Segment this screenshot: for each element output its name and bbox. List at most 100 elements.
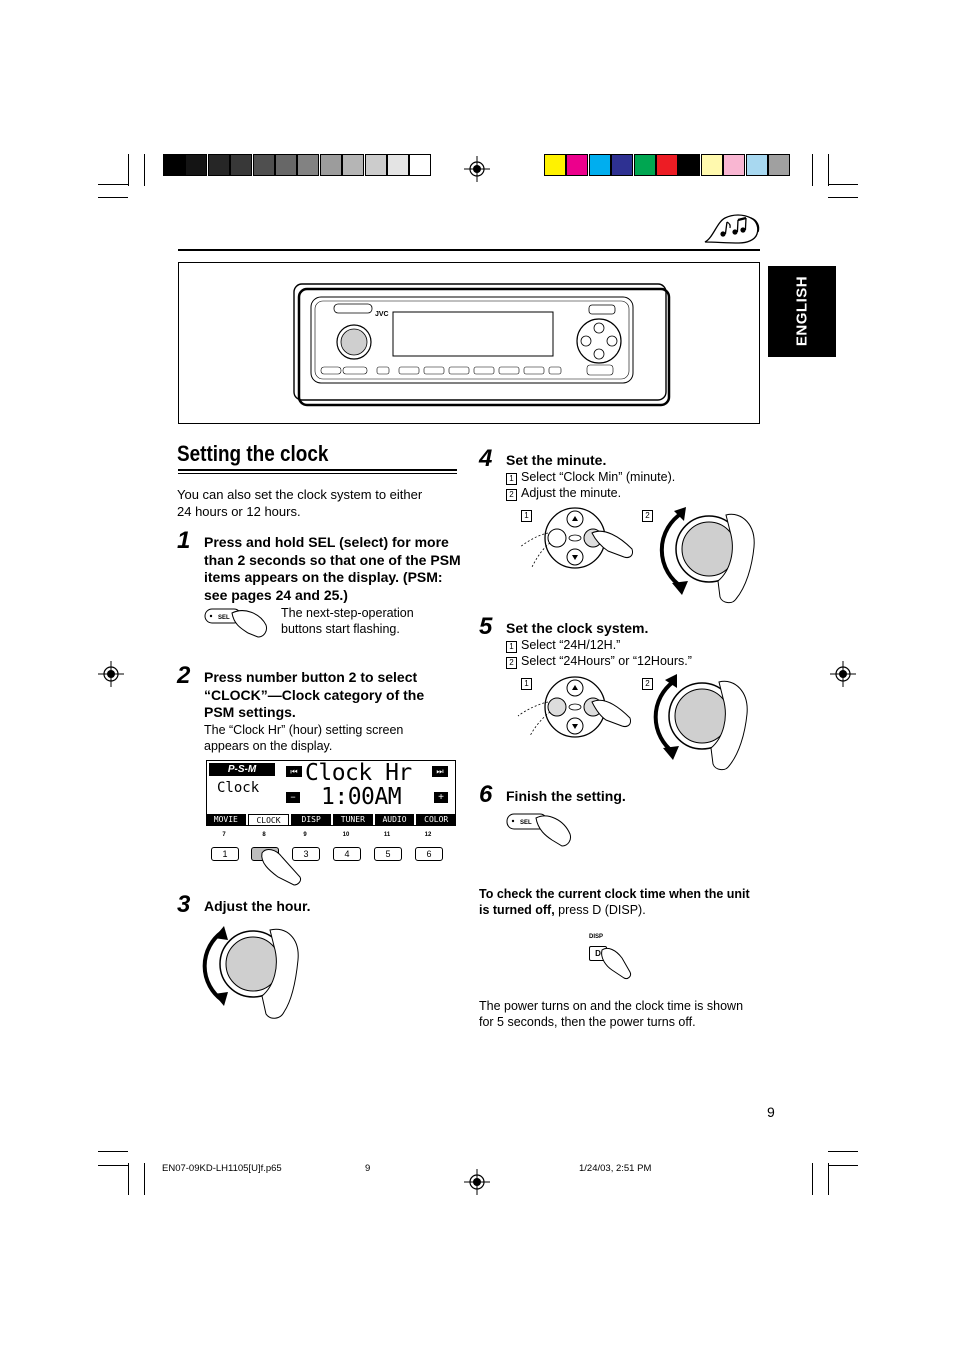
gray-swatch (319, 154, 342, 176)
power-result-text: The power turns on and the clock time is… (479, 999, 744, 1029)
psm-menu-bar: MOVIE CLOCK DISP TUNER AUDIO COLOR (206, 814, 457, 826)
preset-number-label: 8 (262, 832, 266, 838)
gray-swatch (364, 154, 387, 176)
psm-logo: P-S-M (209, 763, 275, 776)
step-number: 3 (177, 891, 191, 918)
sel-button-press-icon: SEL (204, 608, 267, 638)
intro-text: You can also set the clock system to eit… (177, 487, 423, 519)
lcd-category: Clock (217, 780, 260, 796)
sub-step-number: 2 (506, 489, 517, 501)
step-number: 5 (479, 613, 493, 640)
control-dial-rotate-icon (653, 674, 748, 771)
color-swatch (700, 154, 723, 176)
gray-swatch (387, 154, 409, 176)
number-button: 3 (292, 847, 320, 861)
color-swatch (745, 154, 768, 176)
registration-mark-icon (464, 1169, 490, 1195)
number-button: 6 (415, 847, 443, 861)
footer-date: 1/24/03, 2:51 PM (579, 1163, 652, 1174)
psm-menu-item: COLOR (416, 814, 457, 826)
page-title: Setting the clock (177, 441, 329, 466)
psm-menu-item: MOVIE (206, 814, 246, 826)
next-track-icon: ⏭ (432, 766, 448, 777)
head-unit-illustration: JVC (178, 262, 760, 424)
step-4-text: Set the minute. (506, 452, 607, 468)
minus-icon: − (286, 792, 300, 803)
lcd-item: Clock Hr (305, 760, 412, 786)
step-2-note: The “Clock Hr” (hour) setting screen app… (204, 723, 404, 753)
color-swatch (611, 154, 634, 176)
color-swatch (678, 154, 701, 176)
music-notes-icon (704, 214, 760, 244)
registration-mark-icon (830, 661, 856, 687)
svg-text:SEL: SEL (520, 820, 532, 826)
prev-track-icon: ⏮ (286, 766, 302, 777)
color-swatch (633, 154, 656, 176)
psm-menu-item: AUDIO (374, 814, 415, 826)
car-stereo-faceplate: JVC (293, 283, 671, 407)
step-1-note: The next-step-operation buttons start fl… (281, 606, 414, 636)
color-swatch (544, 154, 566, 176)
step-number: 1 (177, 527, 191, 554)
page-number: 9 (767, 1104, 775, 1120)
step-5-text: Set the clock system. (506, 620, 649, 636)
check-clock-note-rest: press D (DISP). (554, 903, 646, 917)
figure-label: 1 (521, 510, 532, 522)
plus-icon: + (434, 792, 448, 803)
disp-button-caption: DISP (589, 934, 604, 940)
title-underline (178, 469, 457, 471)
sub-step-number: 2 (506, 657, 517, 669)
gray-swatch (207, 154, 230, 176)
gray-swatch (230, 154, 253, 176)
color-swatch (566, 154, 589, 176)
sub-step-text: Adjust the minute. (521, 486, 622, 500)
gray-swatch (185, 154, 208, 176)
header-rule (178, 249, 760, 251)
step-6-text: Finish the setting. (506, 788, 626, 804)
preset-number-label: 12 (424, 832, 432, 838)
gray-swatch (297, 154, 320, 176)
registration-mark-icon (464, 156, 490, 182)
step-number: 6 (479, 781, 493, 808)
registration-mark-icon (98, 661, 124, 687)
finger-press-icon (261, 849, 301, 886)
preset-number-label: 9 (303, 832, 307, 838)
sel-button-press-icon: SEL (506, 813, 571, 847)
sub-step-number: 1 (506, 473, 517, 485)
check-clock-note-bold: To check the current clock time when the… (479, 887, 750, 917)
footer-page: 9 (365, 1163, 371, 1174)
figure-label: 2 (642, 510, 653, 522)
psm-menu-item: CLOCK (247, 814, 290, 826)
step-number: 2 (177, 662, 191, 689)
gray-swatch (409, 154, 432, 176)
sub-step-number: 1 (506, 641, 517, 653)
gray-swatch (163, 154, 185, 176)
control-pad-press-icon (519, 507, 633, 569)
gray-swatch (275, 154, 297, 176)
step-2-text: Press number button 2 to select “CLOCK”—… (204, 669, 425, 720)
step-3-text: Adjust the hour. (204, 898, 311, 914)
gray-swatch (252, 154, 275, 176)
step-4-sub-1: 1 Select “Clock Min” (minute). (506, 469, 675, 485)
figure-label: 1 (521, 678, 532, 690)
preset-number-label: 10 (342, 832, 350, 838)
number-button: 5 (374, 847, 402, 861)
sub-step-text: Select “Clock Min” (minute). (521, 470, 676, 484)
language-tab-label: ENGLISH (793, 275, 811, 347)
gray-swatch (342, 154, 365, 176)
step-4-sub-2: 2 Adjust the minute. (506, 485, 621, 501)
footer-file: EN07-09KD-LH1105[U]f.p65 (162, 1163, 282, 1174)
svg-text:SEL: SEL (218, 615, 230, 621)
step-number: 4 (479, 445, 493, 472)
control-pad-press-icon (517, 676, 631, 738)
language-tab: ENGLISH (768, 266, 836, 357)
control-dial-rotate-icon (202, 926, 299, 1019)
number-button: 1 (211, 847, 239, 861)
psm-menu-item: DISP (291, 814, 332, 826)
sub-step-text: Select “24Hours” or “12Hours.” (521, 654, 692, 668)
sub-step-text: Select “24H/12H.” (521, 638, 621, 652)
color-swatch (588, 154, 611, 176)
brand-logo: JVC (375, 311, 389, 318)
title-underline-thin (178, 473, 457, 474)
lcd-time: 1:00AM (321, 784, 402, 810)
